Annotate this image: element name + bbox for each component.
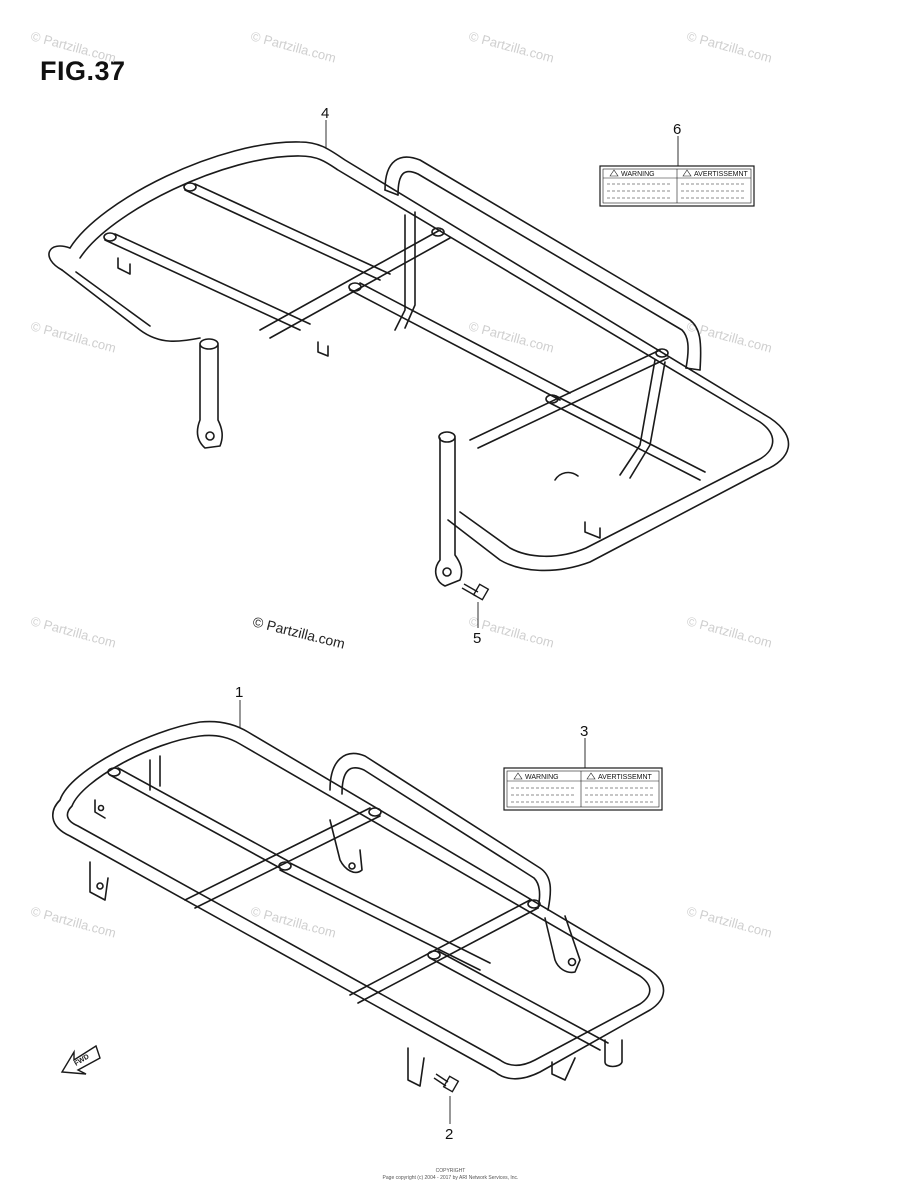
watermark: © Partzilla.com [29, 28, 118, 65]
warning-text: WARNING [525, 774, 559, 781]
watermark: © Partzilla.com [29, 318, 118, 355]
watermark: © Partzilla.com [249, 903, 338, 940]
watermark: © Partzilla.com [685, 903, 774, 940]
page-footer: COPYRIGHT Page copyright (c) 2004 - 2017… [0, 1168, 901, 1182]
front-rack-part-4 [48, 141, 790, 587]
watermark: © Partzilla.com [29, 613, 118, 650]
rear-rack-part-1 [52, 720, 665, 1087]
watermark: © Partzilla.com [685, 28, 774, 65]
watermark: © Partzilla.com [249, 28, 338, 65]
footer-line-2: Page copyright (c) 2004 - 2017 by ARI Ne… [382, 1175, 519, 1181]
watermark: © Partzilla.com [685, 318, 774, 355]
warning-label-part-6: WARNING AVERTISSEMNT [599, 165, 755, 207]
figure-title: FIG.37 [40, 56, 126, 86]
callout-4: 4 [321, 105, 329, 122]
callout-1: 1 [235, 684, 243, 701]
bolt-part-5 [461, 583, 490, 601]
warning-label-part-3: WARNING AVERTISSEMNT [503, 767, 663, 811]
callout-3: 3 [580, 723, 588, 740]
callout-5: 5 [473, 630, 481, 647]
callout-leaders [239, 120, 679, 1124]
fwd-arrow-icon: FWD [60, 1044, 101, 1075]
watermark: © Partzilla.com [467, 318, 556, 355]
warning-text: WARNING [621, 171, 655, 178]
avertissement-text: AVERTISSEMNT [598, 774, 653, 781]
callout-2: 2 [445, 1126, 453, 1143]
footer-line-1: COPYRIGHT [435, 1168, 466, 1174]
avertissement-text: AVERTISSEMNT [694, 171, 749, 178]
watermark: © Partzilla.com [29, 903, 118, 940]
watermark: © Partzilla.com [467, 28, 556, 65]
bolt-part-2 [433, 1073, 460, 1093]
callout-6: 6 [673, 121, 681, 138]
watermark: © Partzilla.com [685, 613, 774, 650]
copyright-text: © Partzilla.com [251, 613, 346, 651]
